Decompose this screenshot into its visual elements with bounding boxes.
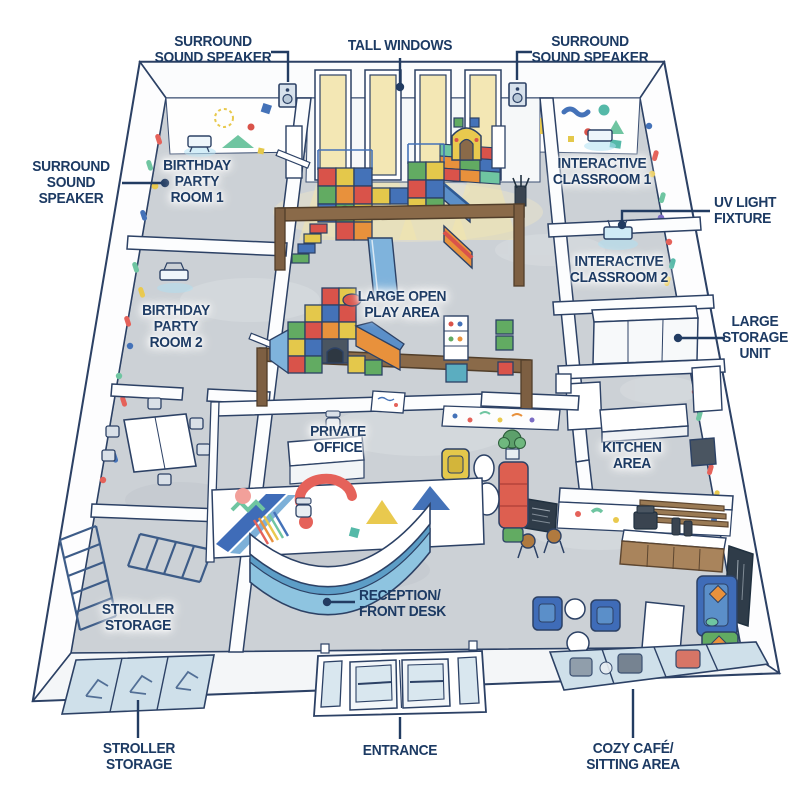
blue-sofa: [696, 575, 738, 637]
wall-stub: [491, 125, 506, 169]
room-label-private-office: PRIVATE OFFICE: [310, 423, 366, 456]
room-label-birthday-1: BIRTHDAY PARTY ROOM 1: [163, 157, 231, 206]
callout-speaker-top-left: SURROUND SOUND SPEAKER: [154, 33, 272, 66]
callout-leader-lines: [122, 50, 725, 739]
tunnel: [321, 338, 349, 364]
tall-window: [314, 69, 352, 181]
callout-speaker-top-right: SURROUND SOUND SPEAKER: [531, 33, 649, 66]
speaker-device-classroom1-icon: [584, 129, 616, 151]
room-label-birthday-2: BIRTHDAY PARTY ROOM 2: [142, 302, 210, 351]
potted-plant-icon: [498, 429, 526, 460]
callout-uv-light: UV LIGHT FIXTURE: [714, 194, 777, 227]
room-label-classroom-2: INTERACTIVE CLASSROOM 2: [569, 253, 669, 286]
espresso-machine-icon: [633, 505, 658, 530]
hanging-fixture-room2-icon: [157, 262, 193, 293]
large-storage-unit: [591, 305, 699, 365]
private-office-room: [205, 391, 580, 563]
coffee-grinders-icon: [671, 517, 693, 537]
callout-large-storage: LARGE STORAGE UNIT: [721, 313, 789, 362]
room-label-kitchen: KITCHEN AREA: [602, 439, 662, 472]
soft-play-mound: [269, 287, 405, 376]
callout-speaker-left: SURROUND SOUND SPEAKER: [32, 158, 110, 207]
orange-slide: [442, 224, 474, 270]
classroom-1-back-wall: [539, 97, 641, 155]
stroller-storage-windows: [60, 654, 215, 715]
room-label-stroller-room: STROLLER STORAGE: [101, 601, 175, 634]
cafe-storefront-windows: [548, 641, 770, 691]
callout-cozy-cafe: COZY CAFÉ/ SITTING AREA: [586, 740, 680, 773]
play-castle: [451, 117, 482, 161]
art-boards: [370, 390, 561, 431]
red-sofa: [498, 461, 529, 543]
callout-stroller-storage-bottom: STROLLER STORAGE: [102, 740, 176, 773]
speaker-top-right-icon: [508, 82, 527, 107]
room-label-play-area: LARGE OPEN PLAY AREA: [357, 288, 447, 321]
callout-tall-windows: TALL WINDOWS: [347, 37, 453, 55]
chalkboard-menu: [524, 498, 558, 534]
speaker-device-room1-icon: [184, 135, 216, 157]
stroller-racks: [58, 524, 214, 632]
callout-leader-dots: [160, 82, 683, 607]
toy-shelves: [443, 315, 514, 383]
reception-desk: [249, 497, 431, 616]
callout-reception: RECEPTION/ FRONT DESK: [359, 587, 446, 620]
reception-chair: [295, 497, 312, 518]
birthday-room-1-back-wall: [165, 97, 309, 157]
party-chairs: [101, 397, 211, 486]
party-table: [101, 397, 211, 486]
callout-entrance: ENTRANCE: [362, 742, 438, 760]
straight-slide: [367, 237, 399, 299]
room-label-classroom-1: INTERACTIVE CLASSROOM 1: [552, 155, 652, 188]
cafe-bar: [556, 487, 734, 573]
speaker-top-left-icon: [278, 83, 297, 108]
stairs: [291, 223, 328, 264]
tall-window: [364, 69, 402, 181]
kitchen-counters: [555, 365, 723, 467]
bar-stools: [517, 528, 565, 559]
entrance-doors: [313, 640, 487, 717]
office-chair: [325, 410, 341, 431]
